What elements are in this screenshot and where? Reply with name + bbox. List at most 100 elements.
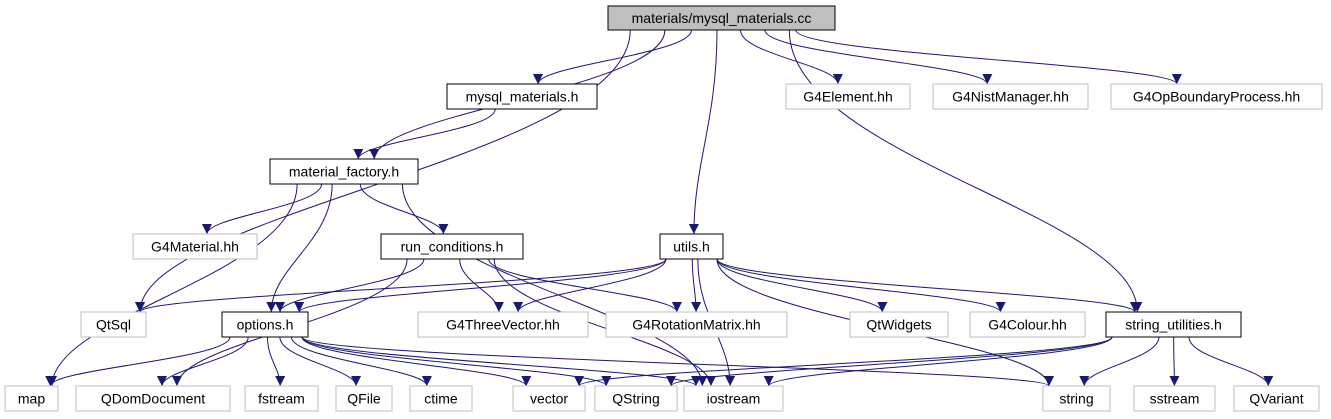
node-qtwidgets: QtWidgets xyxy=(849,311,949,338)
node-g4element: G4Element.hh xyxy=(785,83,911,110)
node-sstream: sstream xyxy=(1133,385,1216,412)
edge-string_utilities_h-to-string xyxy=(1079,336,1160,387)
node-label: vector xyxy=(530,391,568,407)
node-map: map xyxy=(4,385,59,412)
edge-root-to-utils_h xyxy=(688,29,718,235)
node-box xyxy=(132,233,258,260)
node-box xyxy=(335,385,393,412)
node-box xyxy=(1110,83,1323,110)
node-box xyxy=(380,233,524,260)
node-label: G4Element.hh xyxy=(803,89,893,105)
node-box xyxy=(80,311,147,338)
edge-utils_h-to-g4rotationmatrix xyxy=(691,258,702,313)
node-label: QDomDocument xyxy=(101,391,205,407)
edge-string_utilities_h-to-sstream xyxy=(1169,336,1180,387)
node-label: run_conditions.h xyxy=(401,239,504,255)
node-fstream: fstream xyxy=(244,385,319,412)
node-qtsql: QtSql xyxy=(80,311,147,338)
node-box xyxy=(969,311,1086,338)
node-ctime: ctime xyxy=(409,385,473,412)
node-label: G4Colour.hh xyxy=(988,317,1067,333)
edge-material_factory_h-to-run_conditions_h xyxy=(359,183,449,235)
node-box xyxy=(659,233,724,260)
edge-options_h-to-ctime xyxy=(290,336,432,387)
node-label: options.h xyxy=(237,317,294,333)
edge-root-to-g4element xyxy=(739,29,843,85)
edge-options_h-to-fstream xyxy=(266,336,286,387)
node-qdomdocument: QDomDocument xyxy=(75,385,231,412)
node-qvariant: QVariant xyxy=(1233,385,1320,412)
node-label: ctime xyxy=(424,391,458,407)
node-label: string_utilities.h xyxy=(1125,317,1222,333)
node-g4material: G4Material.hh xyxy=(132,233,258,260)
edge-string_utilities_h-to-qvariant xyxy=(1188,336,1274,387)
node-label: material_factory.h xyxy=(289,164,399,180)
node-box xyxy=(1042,385,1111,412)
dependency-edges xyxy=(45,29,1274,387)
node-material-factory-h[interactable]: material_factory.h xyxy=(269,158,419,185)
edge-options_h-to-qdomdocument xyxy=(157,336,249,387)
node-box xyxy=(607,5,836,31)
node-label: QString xyxy=(612,391,659,407)
node-label: QVariant xyxy=(1249,391,1303,407)
edge-utils_h-to-qtsql xyxy=(135,258,667,313)
node-qfile: QFile xyxy=(335,385,393,412)
dependency-nodes: materials/mysql_materials.cc mysql_materi… xyxy=(4,5,1323,412)
node-qstring: QString xyxy=(594,385,678,412)
edge-options_h-to-map xyxy=(45,336,231,387)
edge-options_h-to-qstring xyxy=(301,336,612,387)
edge-run_conditions_h-to-options_h xyxy=(275,258,425,313)
node-g4rotationmatrix: G4RotationMatrix.hh xyxy=(605,311,788,338)
node-run-conditions-h[interactable]: run_conditions.h xyxy=(380,233,524,260)
node-g4opboundary: G4OpBoundaryProcess.hh xyxy=(1110,83,1323,110)
node-box xyxy=(244,385,319,412)
edge-material_factory_h-to-map xyxy=(47,183,298,387)
node-label: fstream xyxy=(258,391,305,407)
edge-material_factory_h-to-options_h xyxy=(266,183,333,313)
edge-options_h-to-qfile xyxy=(279,336,362,387)
edge-string_utilities_h-to-qstring xyxy=(666,336,1113,387)
node-label: map xyxy=(18,391,45,407)
edge-root-to-g4nistmanager xyxy=(764,29,993,85)
node-box xyxy=(683,385,784,412)
node-box xyxy=(221,311,309,338)
node-utils-h[interactable]: utils.h xyxy=(659,233,724,260)
node-vector: vector xyxy=(512,385,586,412)
edge-options_h-to-vector xyxy=(301,336,532,387)
node-options-h[interactable]: options.h xyxy=(221,311,309,338)
node-box xyxy=(1233,385,1320,412)
node-box xyxy=(75,385,231,412)
node-label: QFile xyxy=(347,391,381,407)
node-string-utilities-h[interactable]: string_utilities.h xyxy=(1105,311,1242,338)
node-mysql-materials-h[interactable]: mysql_materials.h xyxy=(446,83,598,110)
node-box xyxy=(4,385,59,412)
edge-root-to-mysql_materials_h xyxy=(533,29,693,85)
node-box xyxy=(605,311,788,338)
node-box xyxy=(446,83,598,110)
edge-utils_h-to-qtwidgets xyxy=(716,258,888,313)
node-label: G4OpBoundaryProcess.hh xyxy=(1133,89,1300,105)
edge-run_conditions_h-to-g4rotationmatrix xyxy=(488,258,682,313)
edge-root-to-g4opboundary xyxy=(795,29,1182,85)
node-label: G4NistManager.hh xyxy=(952,89,1069,105)
node-g4nistmanager: G4NistManager.hh xyxy=(932,83,1089,110)
node-label: G4RotationMatrix.hh xyxy=(632,317,760,333)
node-label: string xyxy=(1059,391,1093,407)
node-root[interactable]: materials/mysql_materials.cc xyxy=(607,5,836,31)
node-box xyxy=(849,311,949,338)
node-box xyxy=(269,158,419,185)
node-label: mysql_materials.h xyxy=(466,89,579,105)
edge-utils_h-to-g4threevector xyxy=(513,258,667,313)
node-box xyxy=(932,83,1089,110)
node-box xyxy=(785,83,911,110)
edge-string_utilities_h-to-iostream xyxy=(763,336,1113,387)
node-label: iostream xyxy=(707,391,761,407)
node-label: utils.h xyxy=(673,239,710,255)
node-box xyxy=(594,385,678,412)
node-box xyxy=(1105,311,1242,338)
node-g4colour: G4Colour.hh xyxy=(969,311,1086,338)
edge-utils_h-to-g4colour xyxy=(716,258,1006,313)
node-label: QtWidgets xyxy=(866,317,931,333)
node-iostream: iostream xyxy=(683,385,784,412)
